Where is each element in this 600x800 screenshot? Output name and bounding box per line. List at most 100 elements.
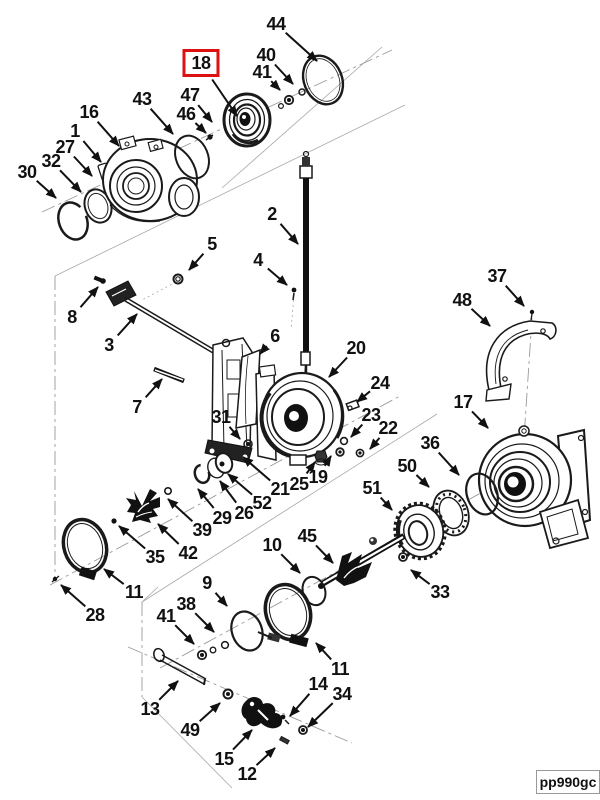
part-16-turbine-housing (102, 135, 200, 223)
part-41-washer (298, 88, 306, 96)
leader-arrow-13 (158, 680, 179, 701)
leader-arrow-30 (36, 179, 57, 199)
part-17-compressor-housing (477, 425, 592, 550)
leader-arrow-4 (267, 267, 288, 286)
leader-arrow-42 (157, 523, 180, 545)
leader-arrow-41 (174, 624, 195, 645)
part-11-clamp-upper (61, 517, 109, 581)
leader-arrow-26 (219, 480, 237, 504)
part-24-fitting (345, 399, 360, 412)
part-51-geared-ring (393, 501, 447, 561)
leader-arrow-3 (116, 313, 138, 337)
leader-arrow-40 (274, 63, 294, 85)
leader-arrow-19 (321, 455, 332, 467)
leader-arrow-1 (82, 140, 102, 163)
part-31-nut (243, 439, 253, 449)
leader-arrow-49 (199, 702, 221, 723)
leader-arrow-21 (242, 456, 271, 482)
leader-arrow-28 (60, 584, 86, 608)
leader-arrow-6 (259, 343, 270, 355)
leader-arrow-45 (315, 544, 334, 564)
drawing-code-box: pp990gc (536, 770, 600, 794)
leader-arrow-41 (269, 79, 281, 91)
leader-arrow-9 (214, 592, 228, 607)
leader-arrow-37 (504, 285, 525, 307)
part-33-nut (398, 552, 408, 562)
part-48-heat-shield (485, 320, 557, 402)
leader-arrow-52 (227, 473, 253, 496)
part-43-o-ring (174, 134, 210, 180)
leader-arrow-27 (73, 155, 93, 177)
part-29-thrust-washer (193, 463, 211, 485)
part-34-nut (298, 725, 308, 735)
leader-arrow-11 (315, 642, 332, 661)
leader-arrow-25 (305, 461, 316, 475)
part-6-gasket (235, 348, 261, 429)
part-38-washer (209, 640, 230, 654)
part-40-nut (278, 94, 295, 109)
leader-arrow-17 (471, 410, 489, 429)
part-42-compressor-wheel (126, 489, 160, 523)
part-30-snap-ring (57, 201, 89, 241)
part-46-screw (205, 134, 214, 141)
part-37-bolt (529, 309, 535, 321)
leader-arrow-14 (289, 693, 311, 717)
leader-arrow-48 (470, 308, 491, 327)
part-4-bolt (291, 287, 297, 301)
leader-arrow-51 (379, 496, 393, 511)
leader-arrow-15 (232, 729, 253, 751)
leader-arrow-8 (79, 286, 99, 308)
part-5-nut (172, 273, 184, 285)
leader-arrow-31 (228, 426, 241, 440)
leader-arrow-16 (96, 121, 120, 147)
leader-arrow-12 (255, 747, 276, 766)
part-7-pin (153, 366, 185, 384)
drawing-code: pp990gc (539, 774, 597, 790)
part-20-center-housing (255, 364, 345, 466)
part-22-nut (355, 448, 365, 458)
part-14-bolt (280, 714, 290, 725)
part-36-o-ring (465, 472, 499, 516)
leader-arrow-24 (356, 390, 371, 403)
part-11-clamp-lower (257, 582, 313, 648)
leader-arrow-34 (307, 702, 334, 728)
part-35-ball (111, 518, 117, 524)
part-13-drain-tube (153, 647, 207, 686)
leader-arrow-50 (415, 474, 430, 488)
part-19-ring (335, 447, 345, 457)
leader-arrow-29 (197, 488, 215, 509)
part-52-seal-plate (207, 452, 234, 479)
leader-arrow-39 (167, 498, 194, 522)
leader-arrow-2 (279, 223, 299, 245)
leader-arrow-10 (280, 553, 301, 574)
leader-arrow-18 (211, 78, 238, 117)
leader-arrow-35 (118, 525, 146, 550)
part-28-screw (51, 575, 60, 583)
leader-arrow-11 (103, 568, 125, 585)
part-2-rod (299, 150, 313, 378)
part-15-bracket (241, 697, 283, 729)
leader-arrow-46 (194, 122, 207, 134)
leader-arrow-22 (369, 437, 381, 450)
leader-arrow-47 (197, 104, 213, 123)
leader-arrow-33 (410, 569, 431, 585)
part-8-bolt (93, 275, 106, 284)
leader-arrow-32 (59, 169, 82, 193)
part-41-nut-lower (196, 649, 208, 661)
leader-arrow-5 (188, 253, 205, 271)
leader-arrow-20 (328, 356, 348, 378)
leader-arrow-23 (350, 423, 364, 438)
part-12-pin (278, 735, 290, 745)
part-23-ring (339, 436, 349, 446)
leader-arrow-43 (149, 108, 174, 135)
leader-arrow-38 (194, 612, 215, 633)
part-39-ring (164, 486, 173, 495)
part-45-shaft-and-wheel (318, 533, 406, 589)
part-49-grommet (222, 688, 234, 700)
part-9-o-ring (230, 610, 264, 652)
leader-arrow-36 (437, 451, 460, 476)
leader-arrow-44 (285, 31, 318, 62)
